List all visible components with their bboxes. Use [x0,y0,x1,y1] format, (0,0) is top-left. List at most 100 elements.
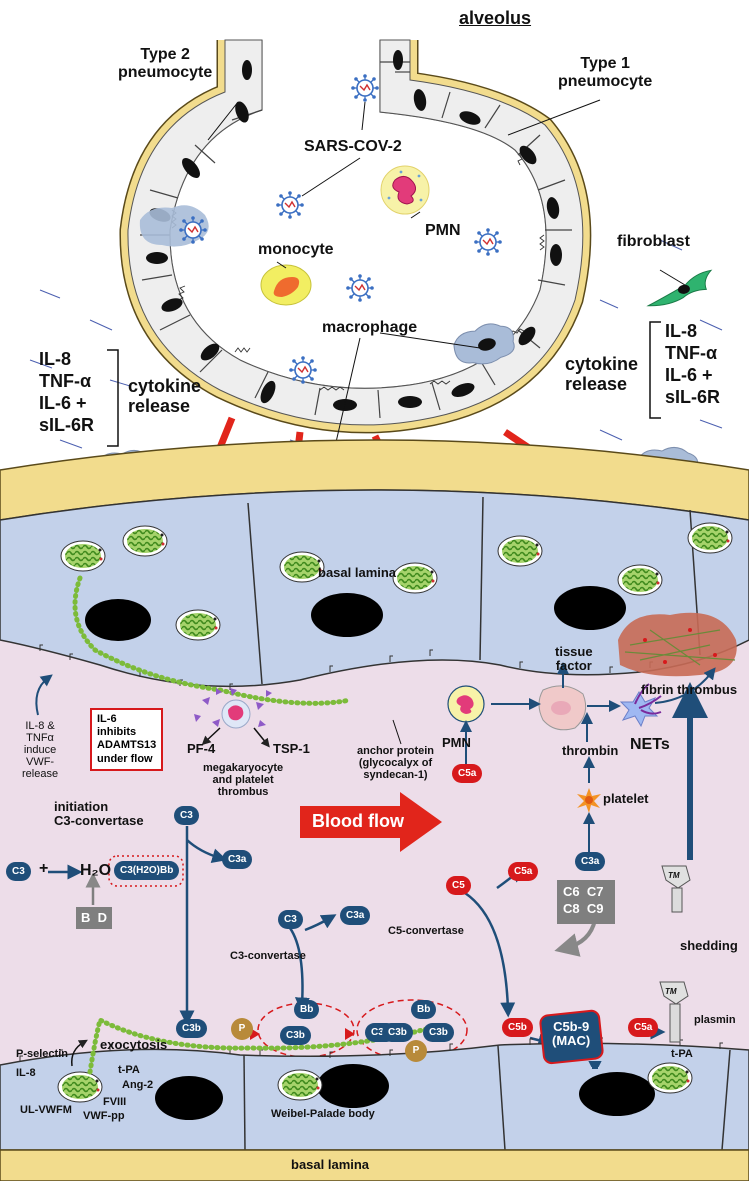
weibel-palade-body-icon [60,540,106,572]
thrombin-label: thrombin [562,743,619,758]
h2o-label: H₂O [80,862,112,879]
macrophage-label: macrophage [322,319,418,336]
type2-pneumocyte-label: Type 2 pneumocyte [118,46,213,81]
pmn-label-top: PMN [425,222,461,239]
c3-top-pill: C3 [174,806,199,825]
weibel-palade-body-icon [497,535,543,567]
il6-inhibits-box: IL-6 inhibits ADAMTS13 under flow [90,708,164,771]
vwf-string-top [72,575,353,706]
mac-label: C5b-9 (MAC) [552,1019,591,1049]
factor-bd-box: B D [76,907,112,929]
c3-convertase-label: C3-convertase [230,950,306,962]
tissue-factor-cell-icon [538,685,587,731]
pf4-label: PF-4 [187,741,216,756]
cytokine-release-right: cytokine release [565,354,639,394]
bb-pill-2: Bb [411,1000,437,1019]
c3-convertase-c3a-pill: C3a [340,906,371,925]
shedding-label: shedding [680,938,738,953]
basal-lamina-bottom [0,1149,749,1181]
nets-label: NETs [630,736,670,753]
blood-flow-label: Blood flow [312,811,404,831]
c3a-mid-pill: C3a [575,852,606,871]
fibrin-thrombus-icon [618,612,737,677]
pmn-icon [447,685,485,723]
pmn-icon [380,165,430,215]
c3b-pill-4: C3b [382,1023,413,1042]
c3b-pill-1: C3b [176,1019,207,1038]
megakaryocyte-label: megakaryocyte and platelet thrombus [203,762,284,799]
monocyte-label: monocyte [258,241,334,258]
tm-top-label: TM [668,871,680,880]
weibel-palade-body-icon [647,1062,693,1094]
monocyte-icon [260,264,312,306]
ang2-label: Ang-2 [122,1079,154,1091]
tpa-wpb-label: t-PA [118,1064,140,1076]
cytokine-list-right: IL-8 TNF-α IL-6 + sIL-6R [665,321,721,407]
mac-complex-icon [539,1009,604,1069]
c5-convertase-label: C5-convertase [388,925,464,937]
blood-flow-arrow [300,792,442,852]
p-selectin-label: P-selectin [16,1048,68,1060]
weibel-palade-body-icon [175,609,221,641]
properdin-pill-1: P [231,1018,253,1040]
sars-cov-2-label: SARS-COV-2 [304,138,402,155]
cytokine-bracket-left [107,349,119,447]
c5b-pill: C5b [502,1018,533,1037]
weibel-palade-body-icon [392,562,438,594]
cytokine-list-left: IL-8 TNF-α IL-6 + sIL-6R [39,349,95,435]
c5-pill: C5 [446,876,471,895]
c5a-bottom-pill: C5a [628,1018,659,1037]
c5a-top-pill: C5a [508,862,539,881]
tpa-right-label: t-PA [671,1048,693,1060]
weibel-palade-body-icon [57,1071,103,1103]
weibel-palade-body-icon [277,1069,323,1101]
ul-vwfm-label: UL-VWFM [20,1104,72,1116]
anchor-protein-label: anchor protein (glycocalyx of syndecan-1… [357,745,435,782]
vwf-string-bottom [87,1016,433,1075]
platelet-icon [577,788,601,813]
vwf-pp-label: VWF-pp [83,1110,125,1122]
type1-pneumocyte-label: Type 1 pneumocyte [558,55,653,90]
c3h2obb-pill: C3(H2O)Bb [114,861,180,880]
fibroblast-icon [643,269,716,308]
weibel-palade-body-icon [122,525,168,557]
cytokine-release-left: cytokine release [128,376,202,416]
c3-convertase-c3-pill: C3 [278,910,303,929]
c3a-top-pill: C3a [222,850,253,869]
exocytosis-label: exocytosis [100,1037,168,1052]
weibel-palade-body-icon [617,564,663,596]
c3b-pill-2: C3b [280,1026,311,1045]
pmn-label-mid: PMN [442,735,471,750]
thrombomodulin-icon [659,865,691,1043]
c3-left-pill: C3 [6,862,31,881]
il8-tnf-label: IL-8 & TNFα induce VWF- release [22,720,59,781]
c6-c9-box: C6 C7 C8 C9 [557,880,615,924]
tissue-factor-label: tissue factor [555,644,593,674]
basal-lamina-top-label: basal lamina [318,565,397,580]
tm-bottom-label: TM [665,987,677,996]
fviii-label: FVIII [103,1096,127,1108]
alveolus-title: alveolus [459,8,532,28]
platelet-label: platelet [603,791,649,806]
plasmin-label: plasmin [694,1014,736,1026]
fibroblast-label: fibroblast [617,233,690,250]
endothelial-layer-bottom [0,1042,749,1151]
c3b-pill-5: C3b [423,1023,454,1042]
plus-sign: + [39,860,49,877]
megakaryocyte-icon [194,688,272,729]
fibrin-thrombus-label: fibrin thrombus [641,682,738,697]
weibel-palade-body-icon [687,522,733,554]
il8-wpb-label: IL-8 [16,1067,36,1079]
bb-pill-1: Bb [294,1000,320,1019]
tsp1-label: TSP-1 [273,741,310,756]
initiation-label: initiation C3-convertase [54,799,144,829]
properdin-pill-2: P [405,1040,427,1062]
weibel-palade-label: Weibel-Palade body [271,1108,375,1120]
c5a-mid-pill: C5a [452,764,483,783]
alveolus-structure [119,39,592,434]
basal-lamina-bottom-label: basal lamina [291,1157,370,1172]
net-icon [619,683,662,728]
cytokine-bracket-right [649,321,661,419]
